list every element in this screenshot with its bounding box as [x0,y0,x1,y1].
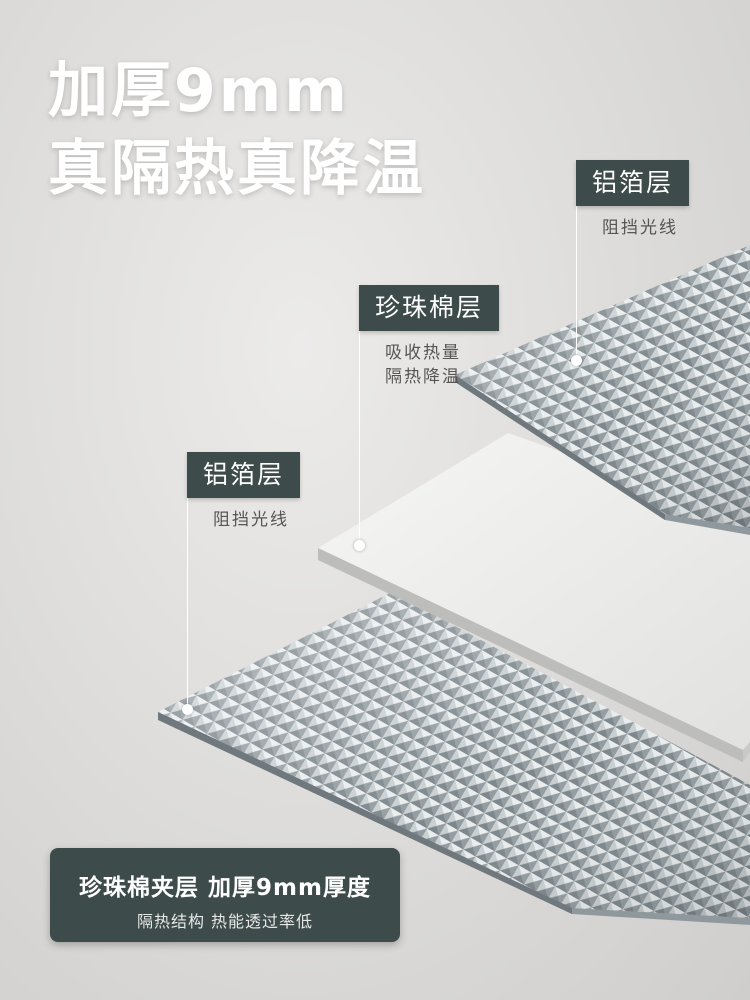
feature-banner: 珍珠棉夹层 加厚9mm厚度 隔热结构 热能透过率低 [50,848,400,942]
leader-line-pearl-cotton [359,285,360,543]
headline-line-1: 加厚9mm [48,56,350,126]
banner-subtitle: 隔热结构 热能透过率低 [136,912,314,931]
pearl-cotton-sheet [318,433,750,762]
desc-pearl-cotton: 吸收热量 隔热降温 [359,341,499,389]
leader-dot-bottom-foil [182,704,193,715]
callout-top-foil: 铝箔层 阻挡光线 [576,160,690,240]
bottom-foil-sheet [158,592,750,925]
tag-top-foil: 铝箔层 [576,160,690,206]
leader-line-bottom-foil [187,452,188,707]
desc-pearl-cotton-line-1: 吸收热量 [385,343,461,363]
callout-bottom-foil: 铝箔层 阻挡光线 [187,452,301,532]
desc-top-foil: 阻挡光线 [576,216,689,240]
leader-dot-top-foil [571,355,582,366]
leader-dot-pearl-cotton [354,540,365,551]
headline-line-2: 真隔热真降温 [48,134,426,204]
leader-line-top-foil [576,160,577,360]
callout-pearl-cotton: 珍珠棉层 吸收热量 隔热降温 [359,285,500,389]
banner-title: 珍珠棉夹层 加厚9mm厚度 [79,875,371,901]
desc-bottom-foil: 阻挡光线 [187,508,300,532]
desc-bottom-foil-line-1: 阻挡光线 [213,510,289,530]
desc-pearl-cotton-line-2: 隔热降温 [385,367,461,387]
tag-bottom-foil: 铝箔层 [187,452,301,498]
top-foil-sheet [455,245,750,535]
desc-top-foil-line-1: 阻挡光线 [602,218,678,238]
tag-pearl-cotton: 珍珠棉层 [359,285,500,331]
headline: 加厚9mm 真隔热真降温 [48,52,426,208]
